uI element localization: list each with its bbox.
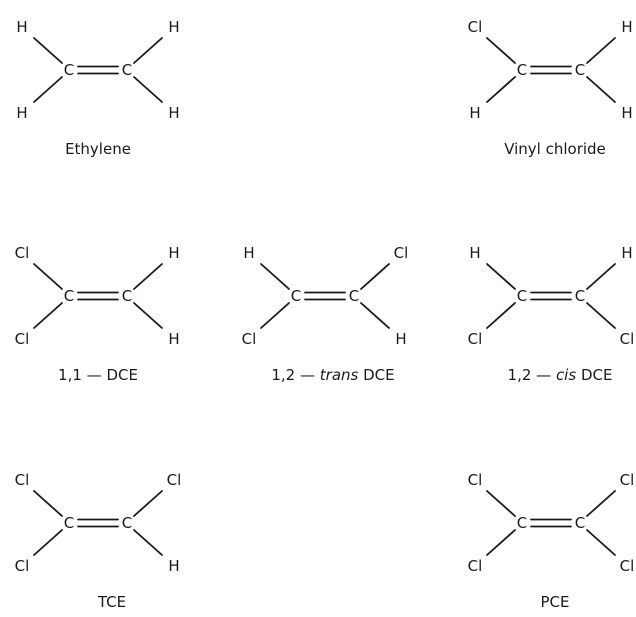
caption-part: 1,2 —: [508, 366, 556, 384]
carbon-atom-left: C: [64, 514, 74, 532]
molecule-caption: TCE: [97, 593, 126, 611]
carbon-atom-left: C: [64, 61, 74, 79]
substituent-lower-left: H: [469, 104, 480, 122]
molecule-dce-12-cis: C C H Cl H Cl 1,2 — cis DCE: [468, 244, 635, 384]
carbon-atom-left: C: [517, 514, 527, 532]
single-bond-line: [486, 302, 516, 329]
substituent-upper-left: Cl: [15, 471, 30, 489]
substituent-lower-right: Cl: [620, 557, 635, 575]
single-bond-line: [486, 76, 516, 103]
single-bond-line: [586, 529, 616, 556]
caption-part: 1,1 — DCE: [58, 366, 138, 384]
single-bond-line: [486, 529, 516, 556]
carbon-atom-right: C: [575, 287, 585, 305]
substituent-upper-left: H: [16, 18, 27, 36]
caption-part: cis: [556, 366, 576, 384]
substituent-lower-left: Cl: [15, 330, 30, 348]
carbon-atom-left: C: [64, 287, 74, 305]
carbon-atom-right: C: [122, 287, 132, 305]
carbon-atom-left: C: [517, 61, 527, 79]
substituent-upper-right: Cl: [167, 471, 182, 489]
carbon-atom-left: C: [291, 287, 301, 305]
substituent-lower-right: H: [168, 104, 179, 122]
single-bond-line: [260, 302, 290, 329]
molecule-caption: 1,1 — DCE: [58, 366, 138, 384]
molecule-caption: Ethylene: [65, 140, 131, 158]
single-bond-line: [360, 263, 390, 290]
single-bond-line: [486, 37, 516, 64]
caption-part: Ethylene: [65, 140, 131, 158]
caption-part: DCE: [576, 366, 612, 384]
molecule-ethylene: C C H H H H Ethylene: [16, 18, 179, 158]
substituent-upper-left: Cl: [468, 471, 483, 489]
single-bond-line: [260, 263, 290, 290]
substituent-upper-right: H: [168, 244, 179, 262]
single-bond-line: [33, 37, 63, 64]
caption-part: Vinyl chloride: [504, 140, 606, 158]
substituent-lower-left: Cl: [468, 557, 483, 575]
single-bond-line: [133, 263, 163, 290]
molecule-caption: PCE: [541, 593, 570, 611]
single-bond-line: [586, 302, 616, 329]
substituent-lower-right: H: [621, 104, 632, 122]
single-bond-line: [586, 37, 616, 64]
substituent-upper-left: H: [243, 244, 254, 262]
substituent-upper-left: Cl: [468, 18, 483, 36]
substituent-upper-right: Cl: [394, 244, 409, 262]
substituent-lower-left: H: [16, 104, 27, 122]
single-bond-line: [33, 529, 63, 556]
substituent-upper-left: H: [469, 244, 480, 262]
substituent-lower-right: H: [168, 330, 179, 348]
single-bond-line: [586, 490, 616, 517]
substituent-upper-right: H: [621, 18, 632, 36]
single-bond-line: [586, 76, 616, 103]
caption-part: 1,2 —: [271, 366, 319, 384]
carbon-atom-right: C: [575, 61, 585, 79]
caption-part: DCE: [358, 366, 394, 384]
carbon-atom-right: C: [122, 61, 132, 79]
caption-part: TCE: [97, 593, 126, 611]
substituent-lower-right: Cl: [620, 330, 635, 348]
single-bond-line: [133, 302, 163, 329]
substituent-lower-left: Cl: [15, 557, 30, 575]
single-bond-line: [33, 490, 63, 517]
single-bond-line: [133, 76, 163, 103]
single-bond-line: [33, 302, 63, 329]
single-bond-line: [586, 263, 616, 290]
substituent-lower-left: Cl: [242, 330, 257, 348]
substituent-lower-right: H: [395, 330, 406, 348]
caption-part: trans: [320, 366, 359, 384]
carbon-atom-right: C: [122, 514, 132, 532]
carbon-atom-left: C: [517, 287, 527, 305]
carbon-atom-right: C: [575, 514, 585, 532]
single-bond-line: [360, 302, 390, 329]
caption-part: PCE: [541, 593, 570, 611]
substituent-lower-left: Cl: [468, 330, 483, 348]
substituent-upper-right: Cl: [620, 471, 635, 489]
single-bond-line: [33, 76, 63, 103]
substituent-upper-left: Cl: [15, 244, 30, 262]
molecule-caption: 1,2 — cis DCE: [508, 366, 613, 384]
single-bond-line: [486, 263, 516, 290]
substituent-upper-right: H: [168, 18, 179, 36]
single-bond-line: [486, 490, 516, 517]
molecule-caption: Vinyl chloride: [504, 140, 606, 158]
substituent-lower-right: H: [168, 557, 179, 575]
single-bond-line: [133, 490, 163, 517]
single-bond-line: [133, 37, 163, 64]
single-bond-line: [133, 529, 163, 556]
substituent-upper-right: H: [621, 244, 632, 262]
carbon-atom-right: C: [349, 287, 359, 305]
single-bond-line: [33, 263, 63, 290]
molecule-caption: 1,2 — trans DCE: [271, 366, 394, 384]
